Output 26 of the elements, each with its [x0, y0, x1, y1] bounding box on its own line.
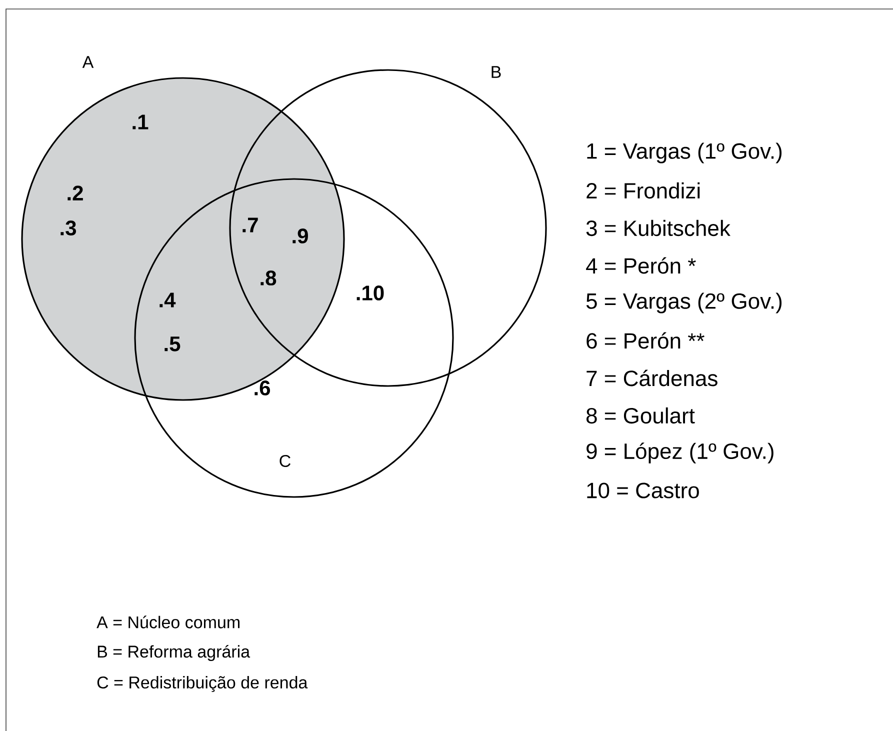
point-label: .7 [242, 218, 258, 232]
key-entry: 4 = Perón * [586, 257, 696, 274]
key-entry: A = Núcleo comum [96, 616, 240, 628]
key-entry: 5 = Vargas (2º Gov.) [586, 292, 782, 314]
key-entry: 6 = Perón ** [586, 332, 704, 349]
point-label: .10 [356, 286, 384, 300]
point-label: .6 [254, 380, 270, 396]
key-entry: 10 = Castro [587, 482, 699, 498]
key-entry: 8 = Goulart [586, 407, 695, 424]
point-label: .3 [60, 220, 76, 236]
key-entry: 1 = Vargas (1º Gov.) [587, 142, 782, 164]
key-entry: B = Reforma agrária [98, 644, 250, 662]
point-label: .8 [260, 270, 276, 286]
key-entry: 9 = López (1º Gov.) [586, 442, 774, 464]
key-entry: 2 = Frondizi [586, 182, 700, 199]
point-label: .4 [160, 292, 176, 308]
key-entry: 3 = Kubitschek [586, 220, 730, 236]
point-label: .9 [292, 228, 308, 244]
point-label: .5 [164, 336, 180, 352]
point-label: .2 [68, 186, 83, 200]
set-label: C [280, 454, 290, 468]
key-entry: C = Redistribuição de renda [97, 676, 308, 692]
set-label: A [82, 56, 94, 68]
point-label: .1 [132, 114, 148, 130]
set-label: B [492, 66, 501, 78]
key-entry: 7 = Cárdenas [586, 370, 718, 386]
